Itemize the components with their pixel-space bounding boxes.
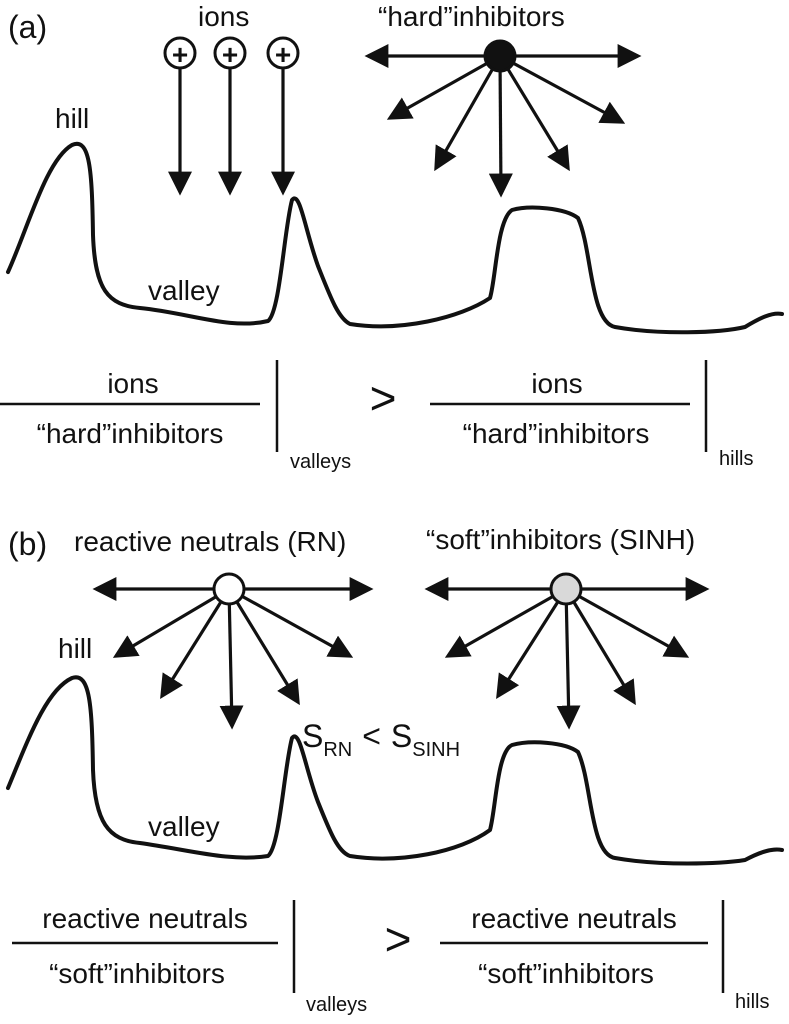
ratio-a-left-numerator: ions <box>107 368 158 399</box>
ratio-a-relation: > <box>370 372 397 424</box>
burst-a-arrow-5 <box>499 54 626 124</box>
hill-label-b: hill <box>58 633 92 664</box>
selectivity-inequality: SRN<SSINH <box>302 718 460 761</box>
ions-label: ions <box>198 1 249 32</box>
hard-inhibitor-burst <box>364 39 642 198</box>
ion-2-plus-icon: + <box>222 39 238 70</box>
burst-rn-arrow-4 <box>227 588 300 706</box>
ion-3-plus-icon: + <box>275 39 291 70</box>
ratio-a-right-numerator: ions <box>531 368 582 399</box>
burst-rn-arrow-2 <box>160 588 231 700</box>
burst-sinh-arrow-5 <box>565 587 690 658</box>
panel-b-tag: (b) <box>8 526 47 562</box>
sinh-burst <box>424 572 710 730</box>
ratio-b-right-subscript: hills <box>735 991 769 1013</box>
burst-a-arrow-3 <box>488 55 513 198</box>
s-sinh-subscript: SINH <box>412 739 460 761</box>
ratio-a-right-denominator: “hard”inhibitors <box>463 418 650 449</box>
burst-a-arrow-2 <box>434 55 502 172</box>
burst-sinh-arrow-4 <box>564 588 636 706</box>
burst-sinh-arrow-3 <box>556 588 581 730</box>
ratio-row-b: reactive neutrals “soft”inhibitors valle… <box>12 900 769 1016</box>
ratio-a-left-subscript: valleys <box>290 451 351 473</box>
rn-burst <box>92 572 374 730</box>
s-rn-symbol: S <box>302 718 323 754</box>
valley-label-a: valley <box>148 275 220 306</box>
s-rn-subscript: RN <box>323 739 352 761</box>
surface-profile-b <box>6 675 784 866</box>
ion-1: + <box>163 36 197 196</box>
panel-a-tag: (a) <box>8 9 47 45</box>
inequality-operator: < <box>362 718 381 754</box>
sinh-circle <box>549 572 583 606</box>
panel-b: (b) reactive neutrals (RN) “soft”inhibit… <box>6 524 784 1016</box>
hard-inhibitor-circle <box>483 39 517 73</box>
sinh-label: “soft”inhibitors (SINH) <box>426 524 695 555</box>
ratio-b-relation: > <box>385 913 412 965</box>
ratio-b-left-denominator: “soft”inhibitors <box>49 958 225 989</box>
ion-2: + <box>213 36 247 196</box>
valley-label-b: valley <box>148 811 220 842</box>
panel-a: (a) ions “hard”inhibitors + + + <box>0 1 784 473</box>
burst-sinh-arrow-2 <box>496 588 568 700</box>
burst-rn-arrow-3 <box>219 588 244 730</box>
ion-3: + <box>266 36 300 196</box>
ratio-b-left-subscript: valleys <box>306 994 367 1016</box>
burst-sinh-arrow-1 <box>444 587 567 658</box>
hill-label-a: hill <box>55 103 89 134</box>
s-sinh-symbol: S <box>391 718 412 754</box>
burst-a-arrow-1 <box>386 54 501 120</box>
ratio-a-left-denominator: “hard”inhibitors <box>37 418 224 449</box>
ion-1-plus-icon: + <box>172 39 188 70</box>
surface-profile-a <box>6 141 784 335</box>
ratio-a-right-subscript: hills <box>719 448 753 470</box>
ratio-row-a: ions “hard”inhibitors valleys > ions “ha… <box>0 360 753 473</box>
ratio-b-right-denominator: “soft”inhibitors <box>478 958 654 989</box>
rn-circle <box>212 572 246 606</box>
burst-rn-arrow-1 <box>112 587 230 658</box>
ratio-b-right-numerator: reactive neutrals <box>471 903 676 934</box>
rn-label: reactive neutrals (RN) <box>74 526 346 557</box>
hard-inhibitors-label: “hard”inhibitors <box>378 1 565 32</box>
burst-a-arrow-4 <box>498 55 570 172</box>
ratio-b-left-numerator: reactive neutrals <box>42 903 247 934</box>
burst-rn-arrow-5 <box>228 587 354 658</box>
